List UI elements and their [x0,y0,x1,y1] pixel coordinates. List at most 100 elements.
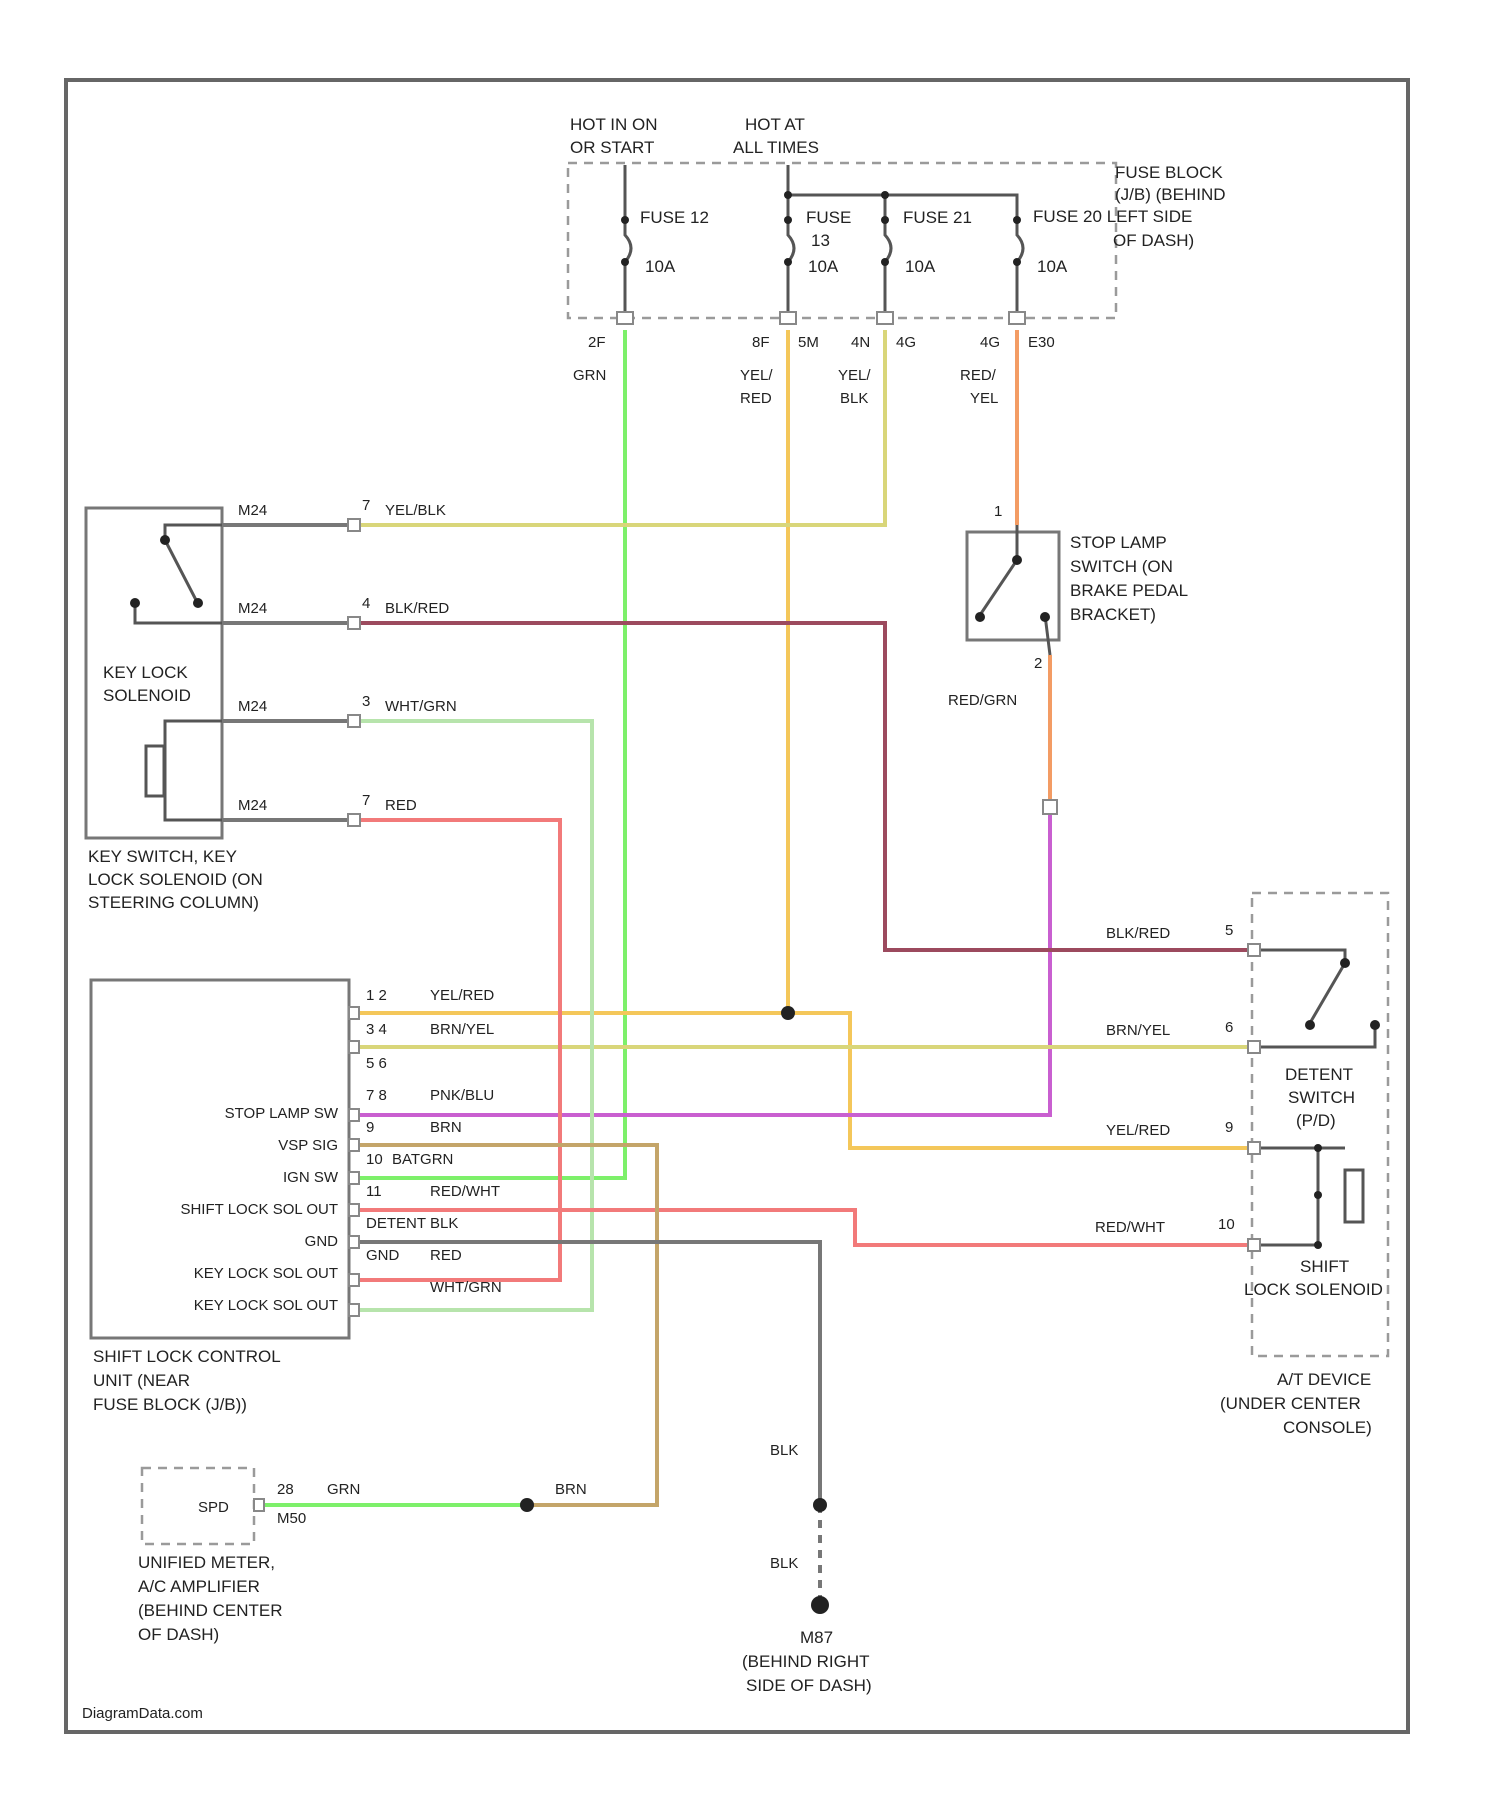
stop-lamp-label-1: STOP LAMP [1070,533,1167,552]
meter-wire-grn: GRN [327,1481,360,1498]
meter-pin-b: M50 [277,1510,306,1527]
unit-wire-1: YEL/RED [430,987,494,1004]
stop-lamp-contact [980,525,1050,655]
fuse-block-label-1: FUSE BLOCK [1115,163,1223,182]
unit-term-5: VSP SIG [278,1137,338,1154]
pin-f12: 2F [588,334,606,351]
key-lock-solenoid-label-2: SOLENOID [103,686,191,705]
fuse-12-element [625,215,631,318]
shift-unit-label-1: SHIFT LOCK CONTROL [93,1347,281,1366]
fuse-block-label-4: OF DASH) [1113,231,1194,250]
meter-pin-a: 28 [277,1481,294,1498]
stop-lamp-label-3: BRAKE PEDAL [1070,581,1188,600]
at-wire-4: RED/WHT [1095,1219,1165,1236]
fuse-13-label-2: 13 [811,231,830,250]
unified-meter-label-3: (BEHIND CENTER [138,1601,283,1620]
wires [222,330,1255,1605]
unit-wire-2: BRN/YEL [430,1021,494,1038]
unit-term-7: SHIFT LOCK SOL OUT [180,1201,338,1218]
fuse-20-amp: 10A [1037,257,1068,276]
wire-brn [360,1145,657,1505]
key-connector-pins [348,519,360,826]
unit-pin-2: 3 4 [366,1021,387,1038]
hot-all-times-label-2: ALL TIMES [733,138,819,157]
key-pin-1: 7 [362,497,370,514]
key-switch-label-3: STEERING COLUMN) [88,893,259,912]
key-wire-3: WHT/GRN [385,698,457,715]
at-pin-4: 10 [1218,1216,1235,1233]
unit-pin-4: 7 8 [366,1087,387,1104]
stop-pin-bottom: 2 [1034,655,1042,672]
shift-lock-unit-box [91,980,349,1338]
key-pin-3: 3 [362,693,370,710]
wire-label-yelred-1: YEL/ [740,367,773,384]
detent-label-3: (P/D) [1296,1111,1336,1130]
wire-label-yelblk-1: YEL/ [838,367,871,384]
key-pin-2: 4 [362,595,370,612]
wire-blk-red [355,623,1255,950]
at-device-label-1: A/T DEVICE [1277,1370,1371,1389]
unit-term-10: KEY LOCK SOL OUT [194,1297,338,1314]
at-pin-2: 6 [1225,1019,1233,1036]
unit-wire-4: PNK/BLU [430,1087,494,1104]
key-wire-4: RED [385,797,417,814]
wire-label-blk-1: BLK [770,1442,798,1459]
detent-label-2: SWITCH [1288,1088,1355,1107]
fuse-20-element [1017,215,1023,318]
key-conn-3: M24 [238,698,267,715]
fuse-12-amp: 10A [645,257,676,276]
splice-yel-red [781,1006,795,1020]
unit-wire-6: BATGRN [392,1151,453,1168]
at-pins [1248,944,1260,1251]
stop-lamp-label-4: BRACKET) [1070,605,1156,624]
unit-term-4: STOP LAMP SW [225,1105,339,1122]
unit-term-8: GND [305,1233,339,1250]
ground-label-3: SIDE OF DASH) [746,1676,872,1695]
wire-pnk-blu [360,808,1050,1115]
at-pin-1: 5 [1225,922,1233,939]
fuse-block-label-2: (J/B) (BEHIND [1115,185,1226,204]
splice-meter [520,1498,534,1512]
stop-lamp-splice [1043,800,1057,814]
unit-pin-3: 5 6 [366,1055,387,1072]
key-switch-label-2: LOCK SOLENOID (ON [88,870,263,889]
at-device-label-2: (UNDER CENTER [1220,1394,1361,1413]
fuse-dots [621,191,1021,266]
at-wire-2: BRN/YEL [1106,1022,1170,1039]
hot-all-times-label-1: HOT AT [745,115,805,134]
at-wire-1: BLK/RED [1106,925,1170,942]
meter-spd: SPD [198,1499,229,1516]
key-pin-4: 7 [362,792,370,809]
pin-f13: 8F [752,334,770,351]
wire-label-redgrn: RED/GRN [948,692,1017,709]
unified-meter-label-4: OF DASH) [138,1625,219,1644]
meter-wire-brn: BRN [555,1481,587,1498]
fuse-21-label: FUSE 21 [903,208,972,227]
key-switch-label-1: KEY SWITCH, KEY [88,847,237,866]
unit-pin-8: DETENT [366,1215,426,1232]
wire-yel-blk [355,330,885,525]
unit-wire-10: WHT/GRN [430,1279,502,1296]
pin-f20b: E30 [1028,334,1055,351]
unified-meter-label-1: UNIFIED METER, [138,1553,275,1572]
unit-wire-7: RED/WHT [430,1183,500,1200]
unified-meter-label-2: A/C AMPLIFIER [138,1577,260,1596]
key-wire-1: YEL/BLK [385,502,446,519]
fuse-13-amp: 10A [808,257,839,276]
shift-lock-sol-label-1: SHIFT [1300,1257,1349,1276]
key-switch-contact [135,525,222,623]
fuse-12-label: FUSE 12 [640,208,709,227]
unit-rows: 1 2 YEL/RED 3 4 BRN/YEL 5 6 7 8 PNK/BLU … [180,987,501,1314]
unit-pin-7: 11 [366,1183,382,1200]
fuse-21-amp: 10A [905,257,936,276]
key-conn-4: M24 [238,797,267,814]
stop-lamp-label-2: SWITCH (ON [1070,557,1173,576]
unit-wire-5: BRN [430,1119,462,1136]
detent-switch-contact [1255,950,1375,1047]
hot-run-start-label-1: HOT IN ON [570,115,658,134]
at-device-label-3: CONSOLE) [1283,1418,1372,1437]
unit-pin-5: 9 [366,1119,374,1136]
key-wire-2: BLK/RED [385,600,449,617]
shift-lock-sol-label-2: LOCK SOLENOID [1244,1280,1383,1299]
